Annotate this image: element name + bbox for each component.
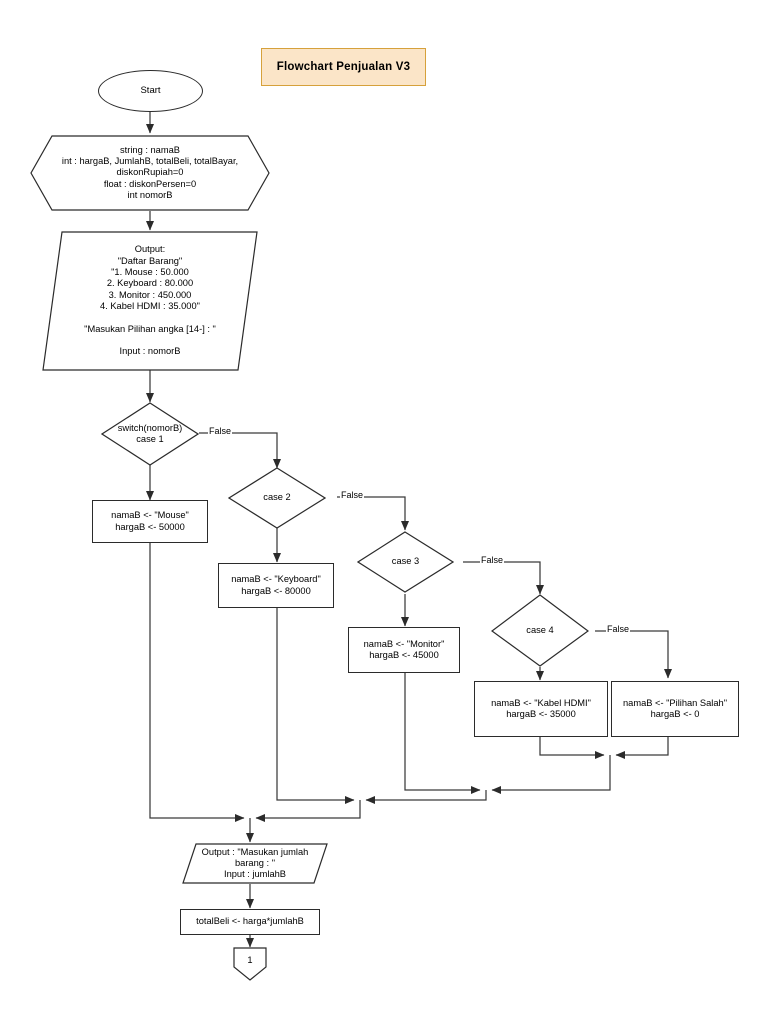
diagram-title-text: Flowchart Penjualan V3 xyxy=(276,60,411,73)
node-input-jumlah-label: Output : "Masukan jumlah barang : " Inpu… xyxy=(201,846,309,880)
node-decision-case4-label: case 4 xyxy=(526,624,554,635)
node-menu-output-label: Output: "Daftar Barang" "1. Mouse : 50.0… xyxy=(84,244,216,357)
node-process-kabel-hdmi: namaB <- "Kabel HDMI" hargaB <- 35000 xyxy=(474,681,608,737)
edge-label-case4-false: False xyxy=(606,624,631,634)
diagram-title: Flowchart Penjualan V3 xyxy=(261,48,426,86)
diamond-shape xyxy=(357,531,454,593)
node-declarations: string : namaB int : hargaB, JumlahB, to… xyxy=(30,135,270,211)
diamond-shape xyxy=(101,402,199,466)
node-decision-case3: case 3 xyxy=(357,531,454,593)
node-decision-case4: case 4 xyxy=(491,594,589,667)
diamond-shape xyxy=(491,594,589,667)
pentagon-connector-shape xyxy=(233,947,267,981)
node-connector-1: 1 xyxy=(233,947,267,981)
edge-label-case1-false: False xyxy=(208,426,233,436)
node-process-monitor-label: namaB <- "Monitor" hargaB <- 45000 xyxy=(363,638,445,660)
node-process-kabel-hdmi-label: namaB <- "Kabel HDMI" hargaB <- 35000 xyxy=(491,697,591,719)
node-process-total-beli-label: totalBeli <- harga*jumlahB xyxy=(196,916,304,927)
node-process-pilihan-salah: namaB <- "Pilihan Salah" hargaB <- 0 xyxy=(611,681,739,737)
node-decision-case1-label: switch(nomorB) case 1 xyxy=(117,422,183,444)
node-process-mouse: namaB <- "Mouse" hargaB <- 50000 xyxy=(92,500,208,543)
node-input-jumlah: Output : "Masukan jumlah barang : " Inpu… xyxy=(182,843,328,884)
node-process-mouse-label: namaB <- "Mouse" hargaB <- 50000 xyxy=(111,510,189,532)
diamond-shape xyxy=(228,467,326,529)
node-start: Start xyxy=(98,70,203,112)
hexagon-shape xyxy=(30,135,270,211)
node-decision-case1: switch(nomorB) case 1 xyxy=(101,402,199,466)
edge-label-case2-false: False xyxy=(340,490,365,500)
node-decision-case3-label: case 3 xyxy=(391,556,420,567)
node-menu-output: Output: "Daftar Barang" "1. Mouse : 50.0… xyxy=(42,231,258,371)
node-decision-case2-label: case 2 xyxy=(263,492,291,503)
node-process-monitor: namaB <- "Monitor" hargaB <- 45000 xyxy=(348,627,460,673)
node-process-total-beli: totalBeli <- harga*jumlahB xyxy=(180,909,320,935)
node-start-label: Start xyxy=(140,85,161,97)
node-process-keyboard-label: namaB <- "Keyboard" hargaB <- 80000 xyxy=(231,574,321,596)
node-process-pilihan-salah-label: namaB <- "Pilihan Salah" hargaB <- 0 xyxy=(622,697,728,719)
parallelogram-shape xyxy=(182,843,328,884)
node-process-keyboard: namaB <- "Keyboard" hargaB <- 80000 xyxy=(218,563,334,608)
parallelogram-shape xyxy=(42,231,258,371)
edge-label-case3-false: False xyxy=(480,555,505,565)
node-declarations-label: string : namaB int : hargaB, JumlahB, to… xyxy=(61,144,239,200)
node-decision-case2: case 2 xyxy=(228,467,326,529)
node-connector-1-label: 1 xyxy=(247,955,253,966)
